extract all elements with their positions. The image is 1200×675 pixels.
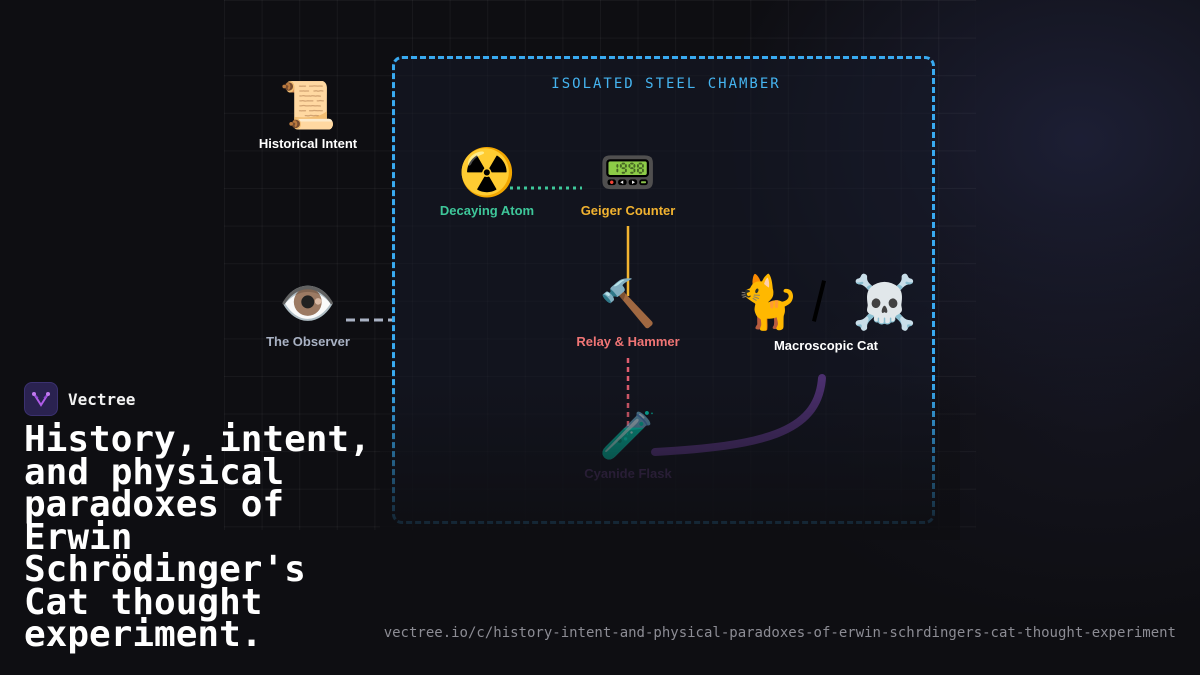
page-title: History, intent, and physical paradoxes … xyxy=(24,419,371,655)
node-label-cyanide-flask: Cyanide Flask xyxy=(584,466,672,481)
vectree-logo-icon xyxy=(24,382,58,416)
node-historical-intent: 📜 Historical Intent xyxy=(259,78,357,151)
node-cyanide-flask: 🧪 Cyanide Flask xyxy=(584,408,671,481)
node-geiger-counter: 📟 Geiger Counter xyxy=(581,145,676,218)
test-tube-icon: 🧪 xyxy=(599,409,657,461)
hammer-icon: 🔨 xyxy=(599,277,657,329)
node-observer: 👁️ The Observer xyxy=(266,276,350,349)
scroll-icon: 📜 xyxy=(279,79,337,131)
node-label-historical-intent: Historical Intent xyxy=(258,136,358,151)
node-label-decaying-atom: Decaying Atom xyxy=(439,203,535,218)
brand: Vectree xyxy=(24,382,135,416)
node-relay-hammer: 🔨 Relay & Hammer xyxy=(576,276,679,349)
node-label-relay-hammer: Relay & Hammer xyxy=(576,334,680,349)
page-url[interactable]: vectree.io/c/history-intent-and-physical… xyxy=(383,625,1176,641)
cat-icon: 🐈 xyxy=(735,274,800,332)
skull-crossbones-icon: ☠️ xyxy=(852,274,917,332)
node-decaying-atom: ☢️ Decaying Atom xyxy=(440,145,534,218)
pager-icon: 📟 xyxy=(599,146,657,198)
link-flask-to-cat xyxy=(651,374,826,456)
node-label-observer: The Observer xyxy=(266,334,350,349)
eye-icon: 👁️ xyxy=(279,277,337,329)
brand-name: Vectree xyxy=(68,389,136,409)
node-macroscopic-cat: 🐈 ☠️ Macroscopic Cat xyxy=(735,272,917,353)
chamber-label: ISOLATED STEEL CHAMBER xyxy=(551,76,781,92)
radioactive-icon: ☢️ xyxy=(458,146,516,198)
node-label-macroscopic-cat: Macroscopic Cat xyxy=(773,338,879,353)
node-label-geiger-counter: Geiger Counter xyxy=(580,203,676,218)
